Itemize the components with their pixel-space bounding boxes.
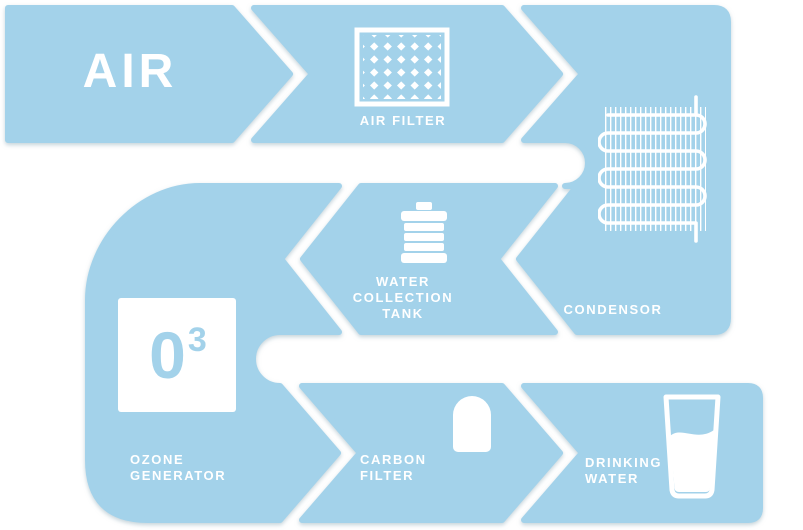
carbon-filter-panel bbox=[299, 383, 563, 523]
ozone-generator-label: OZONE GENERATOR bbox=[130, 452, 227, 483]
condenser-coil-icon bbox=[597, 93, 714, 250]
collection-tank-icon bbox=[394, 202, 454, 275]
carbon-filter-label: CARBON FILTER bbox=[360, 452, 427, 483]
air-label: AIR bbox=[82, 45, 178, 98]
water-collection-tank-label: WATER COLLECTION TANK bbox=[352, 274, 454, 321]
air-panel bbox=[5, 5, 293, 143]
water-glass-icon bbox=[661, 392, 723, 505]
air-filter-label: AIR FILTER bbox=[359, 113, 447, 128]
carbon-cartridge-icon bbox=[453, 396, 491, 452]
ozone-symbol: 03 bbox=[149, 318, 207, 392]
ozone-o3-icon: 03 bbox=[118, 298, 236, 412]
drinking-water-label: DRINKING WATER bbox=[585, 455, 663, 486]
condensor-label: CONDENSOR bbox=[563, 302, 663, 317]
filter-grid-icon bbox=[354, 27, 450, 112]
